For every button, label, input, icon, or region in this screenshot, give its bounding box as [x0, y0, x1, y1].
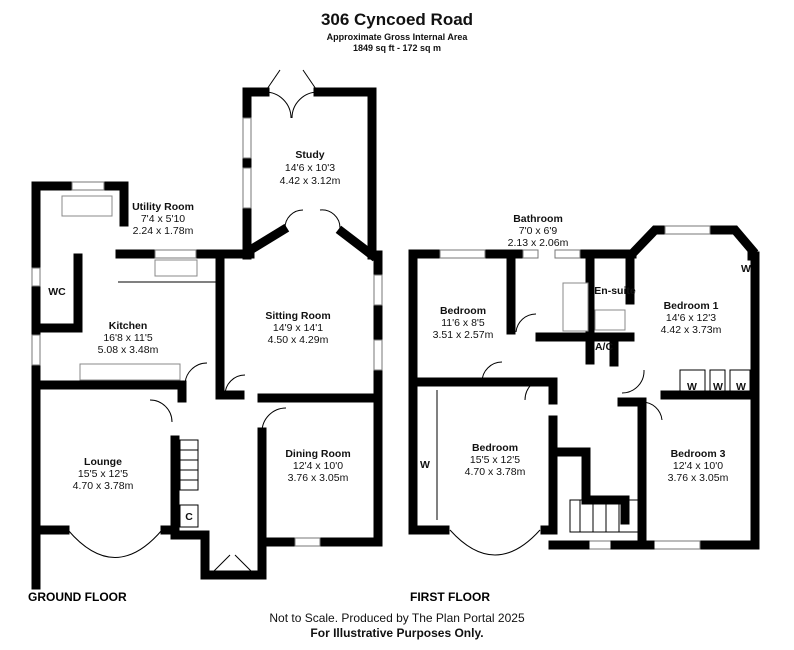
svg-text:14'6 x 12'3: 14'6 x 12'3: [666, 312, 716, 324]
svg-text:Bedroom 1: Bedroom 1: [664, 300, 719, 312]
svg-text:Utility Room: Utility Room: [132, 201, 194, 213]
svg-text:12'4 x 10'0: 12'4 x 10'0: [293, 460, 343, 472]
svg-text:7'0 x 6'9: 7'0 x 6'9: [519, 225, 558, 237]
svg-text:Sitting Room: Sitting Room: [265, 310, 330, 322]
svg-text:15'5 x 12'5: 15'5 x 12'5: [78, 468, 128, 480]
ensuite-label: En-suite: [594, 285, 636, 297]
svg-text:5.08 x 3.48m: 5.08 x 3.48m: [98, 344, 159, 356]
svg-text:14'9 x 14'1: 14'9 x 14'1: [273, 322, 323, 334]
scale-note: Not to Scale. Produced by The Plan Porta…: [269, 611, 525, 625]
ground-floor-label: GROUND FLOOR: [28, 590, 127, 604]
svg-text:4.42 x 3.73m: 4.42 x 3.73m: [661, 324, 722, 336]
svg-text:4.42 x 3.12m: 4.42 x 3.12m: [280, 175, 341, 187]
svg-text:4.70 x 3.78m: 4.70 x 3.78m: [73, 480, 134, 492]
airing-cupboard-label: A/C: [595, 341, 614, 353]
svg-text:3.76 x 3.05m: 3.76 x 3.05m: [668, 472, 729, 484]
wc-label: WC: [48, 286, 66, 298]
cupboard-label: C: [185, 511, 193, 523]
svg-text:Bedroom: Bedroom: [472, 442, 518, 454]
svg-text:14'6 x 10'3: 14'6 x 10'3: [285, 162, 335, 174]
svg-text:Bedroom: Bedroom: [440, 305, 486, 317]
svg-text:11'6 x 8'5: 11'6 x 8'5: [441, 317, 485, 329]
svg-text:7'4 x 5'10: 7'4 x 5'10: [141, 213, 185, 225]
svg-text:12'4 x 10'0: 12'4 x 10'0: [673, 460, 723, 472]
wardrobe-label: W: [741, 263, 751, 275]
svg-text:Dining Room: Dining Room: [285, 448, 350, 460]
first-floor-label: FIRST FLOOR: [410, 590, 490, 604]
svg-text:4.70 x 3.78m: 4.70 x 3.78m: [465, 466, 526, 478]
room-bedroom-1: Bedroom 114'6 x 12'34.42 x 3.73m: [661, 300, 722, 336]
disclaimer: For Illustrative Purposes Only.: [310, 626, 484, 640]
svg-text:Bedroom 3: Bedroom 3: [671, 448, 726, 460]
svg-text:Lounge: Lounge: [84, 456, 122, 468]
svg-text:3.51 x 2.57m: 3.51 x 2.57m: [433, 329, 494, 341]
svg-text:15'5 x 12'5: 15'5 x 12'5: [470, 454, 520, 466]
first-floor-walls: A/C En-suite W W W W W: [408, 225, 760, 556]
svg-text:Study: Study: [295, 149, 324, 161]
plan-title: 306 Cyncoed Road: [320, 10, 474, 29]
svg-text:Kitchen: Kitchen: [109, 320, 148, 332]
wardrobe-label: W: [420, 459, 430, 471]
svg-text:2.13 x 2.06m: 2.13 x 2.06m: [508, 237, 569, 249]
svg-text:3.76 x 3.05m: 3.76 x 3.05m: [288, 472, 349, 484]
plan-subtitle: Approximate Gross Internal Area: [326, 32, 468, 42]
wardrobe-label: W: [687, 381, 697, 393]
ground-floor-walls: WC C: [31, 69, 383, 590]
wardrobe-label: W: [736, 381, 746, 393]
svg-text:4.50 x 4.29m: 4.50 x 4.29m: [268, 334, 329, 346]
wardrobe-label: W: [713, 381, 723, 393]
room-bedroom-3: Bedroom 312'4 x 10'03.76 x 3.05m: [668, 448, 729, 484]
svg-text:Bathroom: Bathroom: [513, 213, 563, 225]
plan-area: 1849 sq ft - 172 sq m: [352, 43, 442, 53]
svg-text:2.24 x 1.78m: 2.24 x 1.78m: [133, 225, 194, 237]
svg-text:16'8 x 11'5: 16'8 x 11'5: [103, 332, 153, 344]
